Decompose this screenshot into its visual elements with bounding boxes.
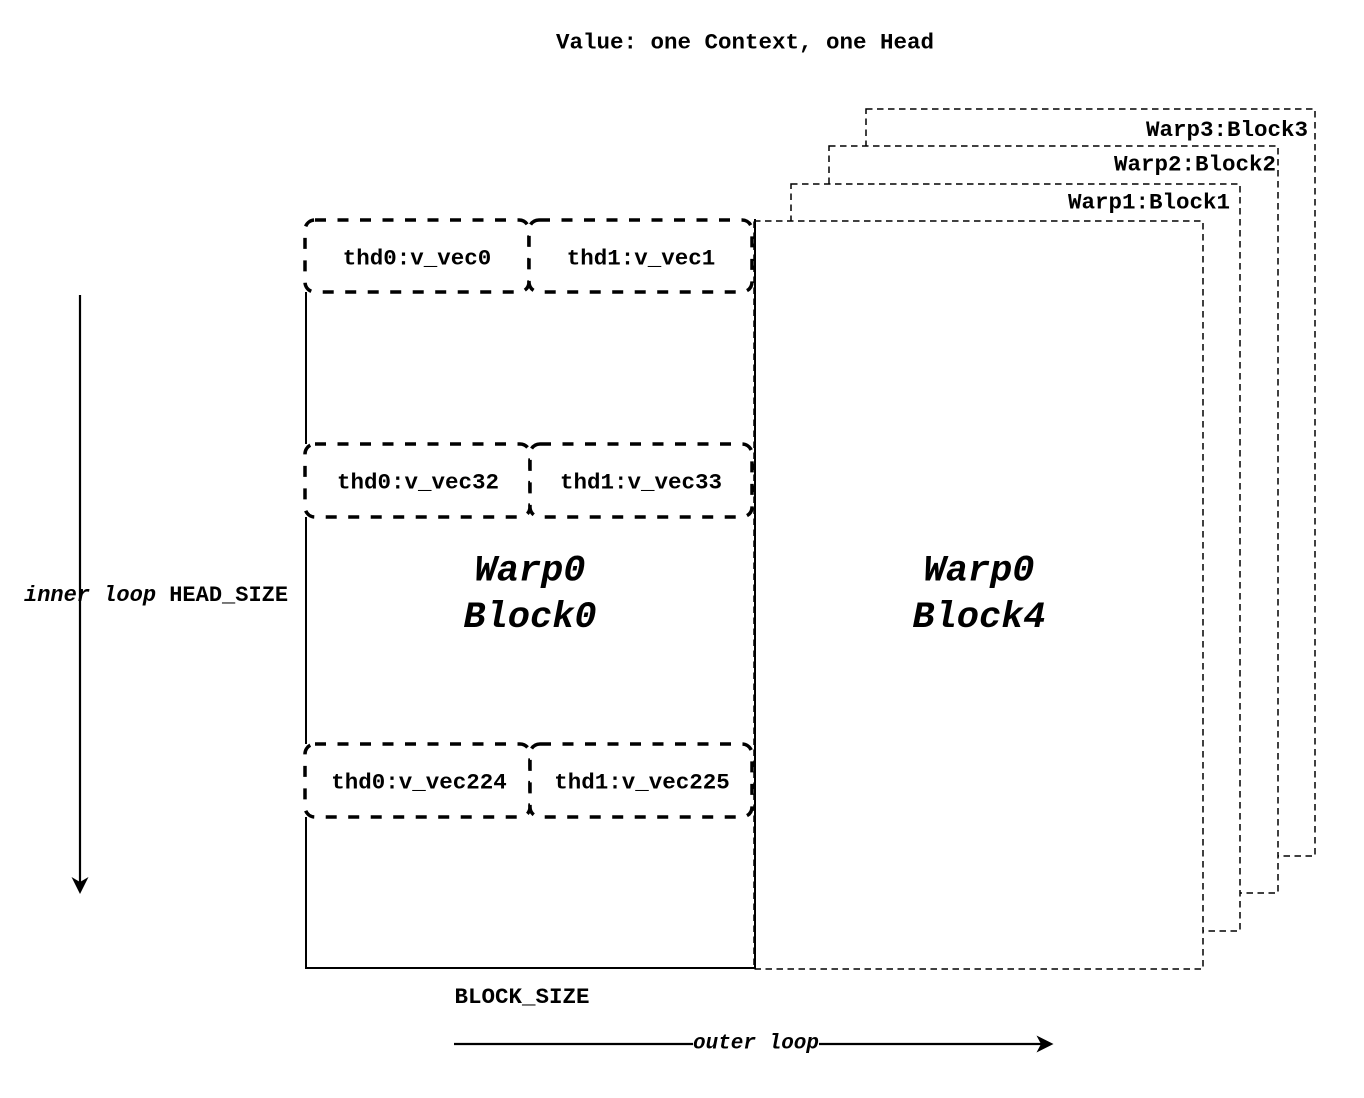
svg-text:thd0:v_vec0: thd0:v_vec0	[343, 246, 492, 272]
svg-text:Warp0: Warp0	[923, 551, 1034, 593]
svg-text:Warp0: Warp0	[474, 551, 585, 593]
svg-text:Value: one Context, one Head: Value: one Context, one Head	[556, 30, 934, 56]
svg-text:thd0:v_vec224: thd0:v_vec224	[331, 770, 507, 796]
svg-text:outer loop: outer loop	[693, 1033, 819, 1056]
svg-text:Warp3:Block3: Warp3:Block3	[1146, 117, 1308, 143]
svg-text:thd1:v_vec225: thd1:v_vec225	[554, 770, 730, 796]
svg-text:thd0:v_vec32: thd0:v_vec32	[337, 470, 499, 496]
svg-text:Block0: Block0	[463, 597, 596, 639]
svg-text:thd1:v_vec33: thd1:v_vec33	[560, 470, 722, 496]
svg-text:inner loop HEAD_SIZE: inner loop HEAD_SIZE	[24, 583, 288, 608]
svg-text:thd1:v_vec1: thd1:v_vec1	[567, 246, 716, 272]
svg-text:Block4: Block4	[912, 597, 1045, 639]
svg-text:Warp2:Block2: Warp2:Block2	[1114, 152, 1276, 178]
svg-text:BLOCK_SIZE: BLOCK_SIZE	[454, 984, 589, 1010]
svg-text:Warp1:Block1: Warp1:Block1	[1068, 190, 1230, 216]
